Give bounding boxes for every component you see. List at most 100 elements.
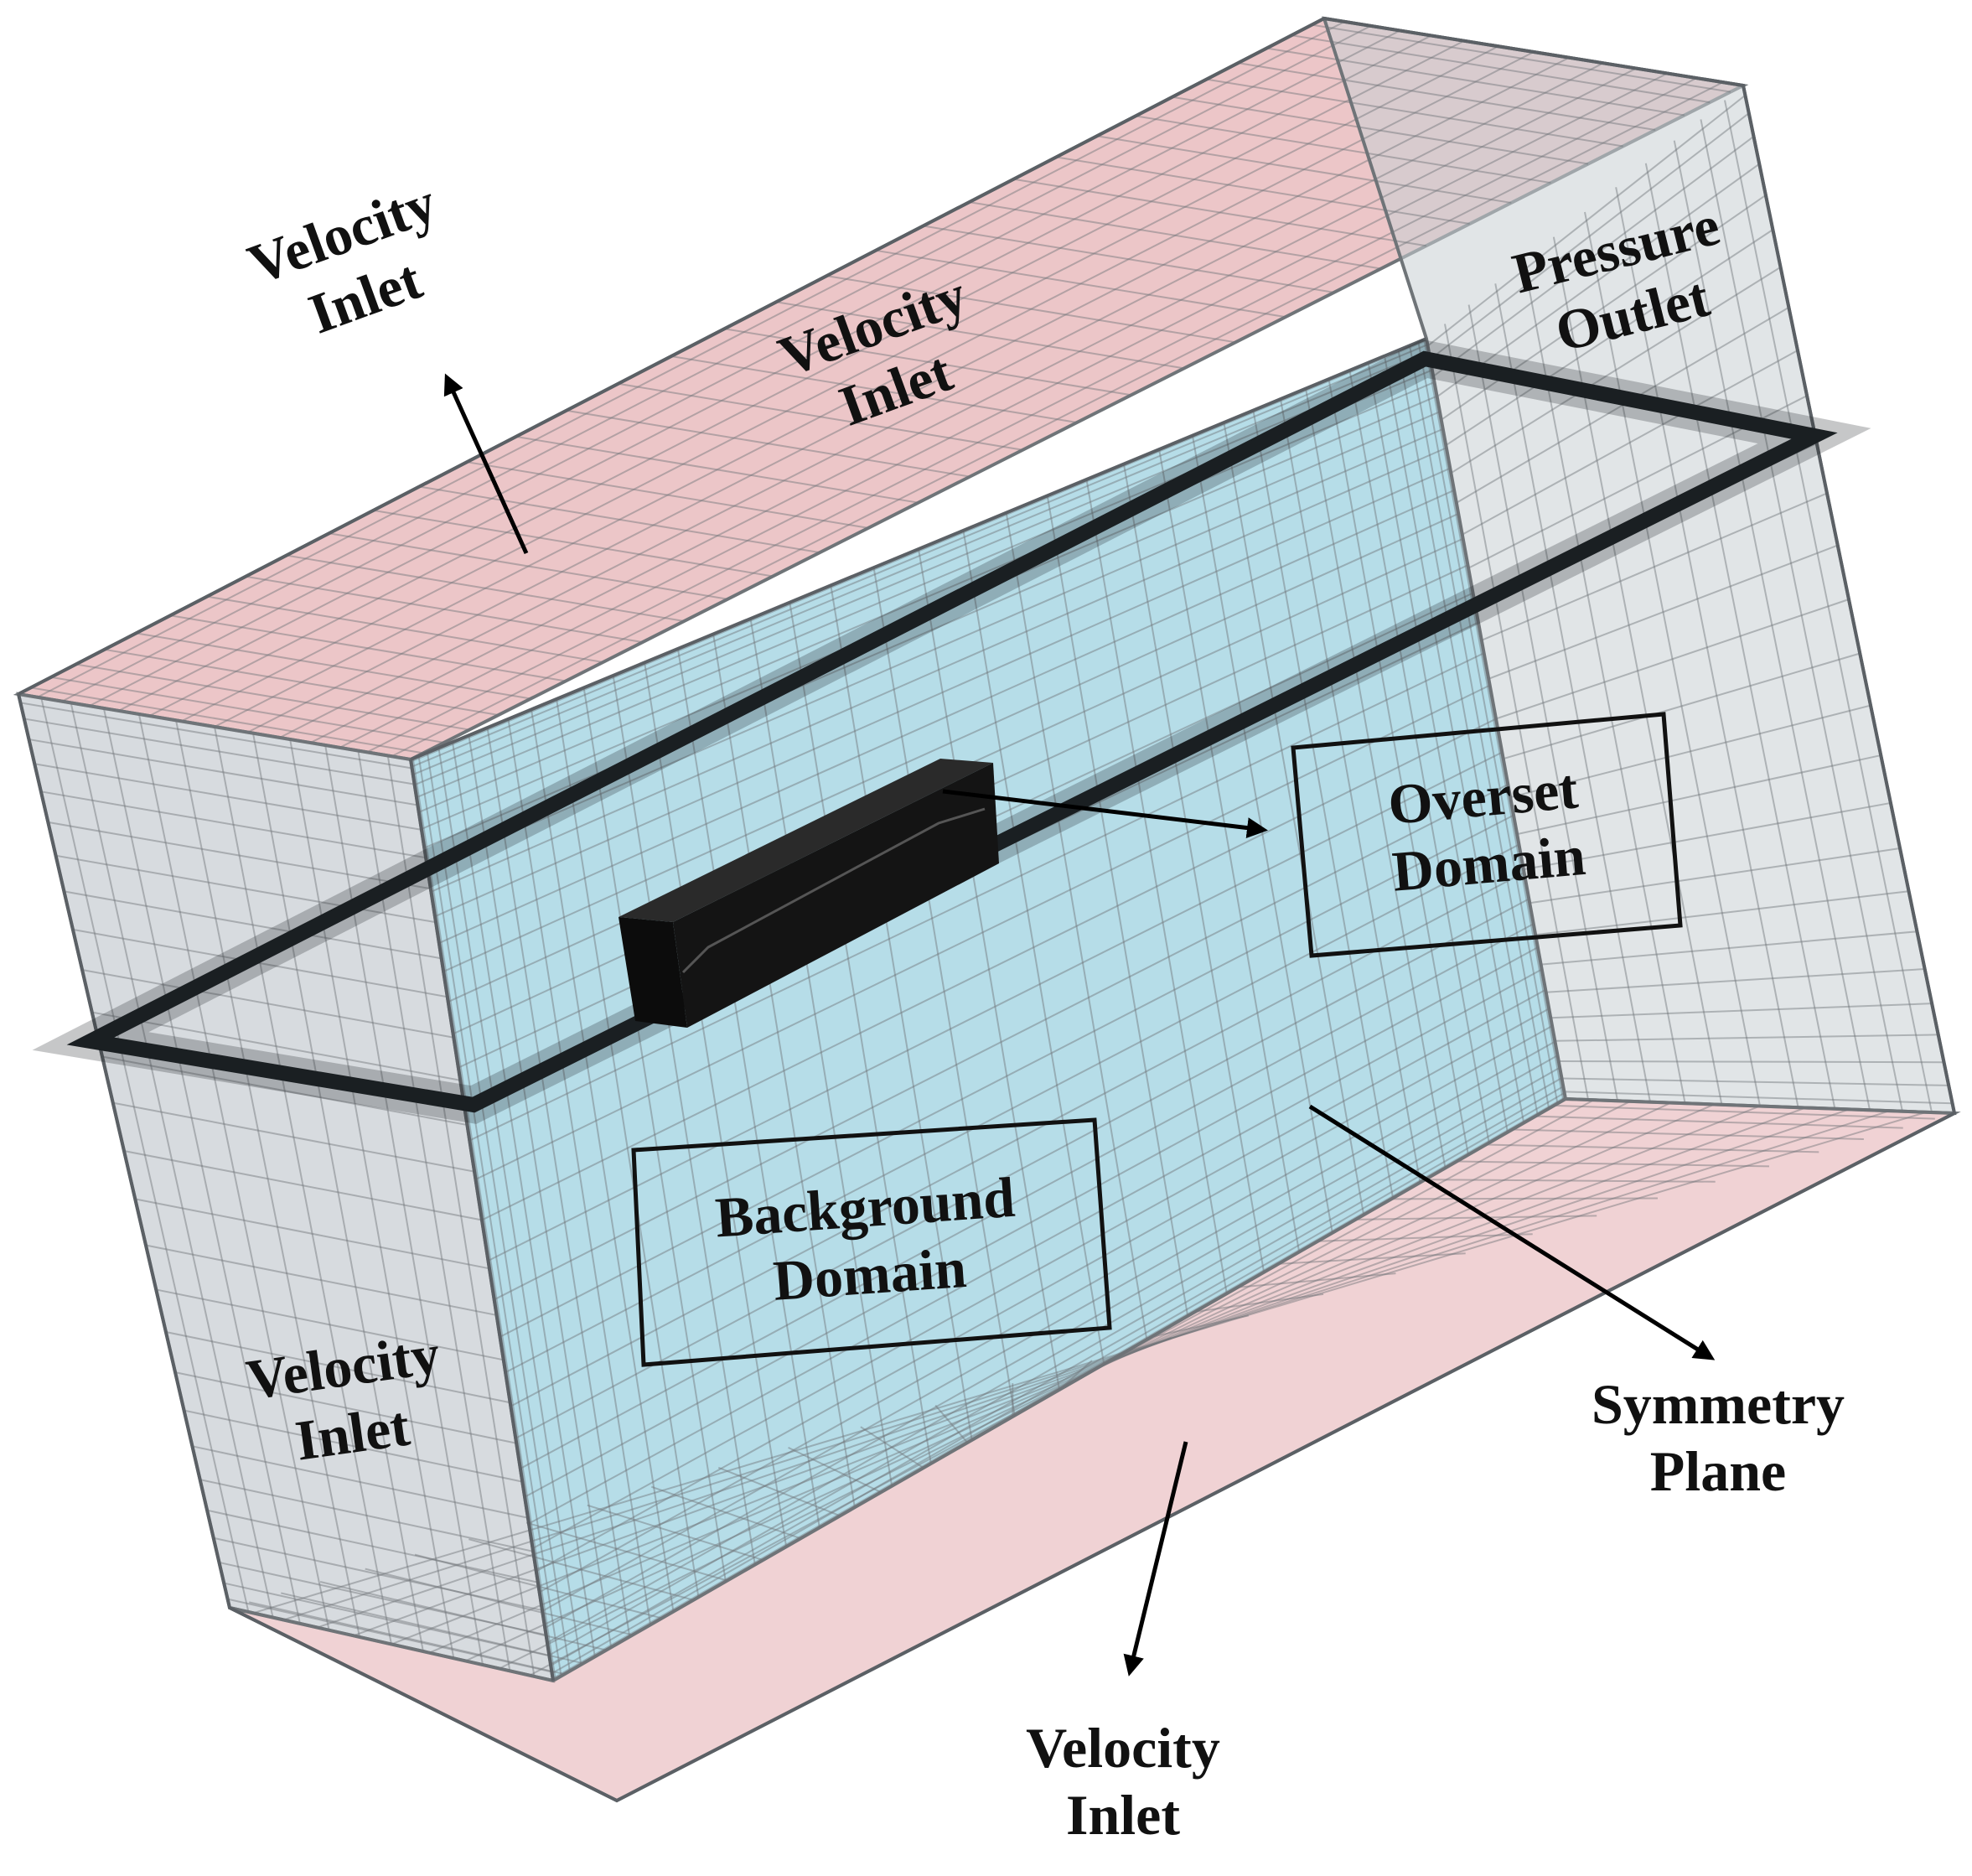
mesh-line [1426, 94, 1747, 347]
mesh-line [1535, 890, 1909, 936]
mesh-line [165, 1331, 510, 1404]
mesh-line [1425, 1179, 1716, 1183]
mesh-line [1046, 495, 1189, 1317]
mesh-line [1561, 1077, 1949, 1086]
mesh-line [289, 738, 455, 1659]
mesh-line [520, 923, 1535, 1469]
mesh-line [1056, 156, 1470, 225]
mesh-line [20, 702, 412, 770]
mesh-line [156, 1288, 504, 1361]
mesh-line [1355, 1215, 1597, 1220]
mesh-right-face [1426, 94, 1953, 1113]
mesh-line [206, 595, 603, 663]
mesh-line [431, 447, 1447, 893]
label-line: Symmetry [1591, 1372, 1845, 1436]
mesh-line [1305, 388, 1447, 1169]
mesh-line [1266, 47, 1685, 117]
overset-domain-box [1291, 712, 1683, 958]
mesh-line [1252, 410, 1395, 1199]
mesh-line [219, 1561, 546, 1636]
mesh-line [319, 1581, 607, 1651]
mesh-line [465, 1101, 1672, 1662]
mesh-line [1558, 1060, 1944, 1064]
mesh-line [317, 1108, 1850, 1629]
mesh-line [227, 1598, 552, 1673]
mesh-line [1005, 512, 1148, 1340]
mesh-line [199, 1479, 534, 1552]
refinement-band [66, 350, 1838, 1113]
mesh-line [1417, 341, 1559, 1104]
mesh-line [223, 1582, 550, 1657]
mesh-line [488, 751, 1503, 1262]
mesh-line [206, 1509, 539, 1583]
mesh-line [789, 602, 932, 1464]
mesh-line [411, 344, 1428, 768]
mesh-line [528, 968, 1543, 1525]
mesh-line [175, 720, 361, 1638]
mesh-line [566, 409, 970, 478]
mesh-line [135, 1198, 490, 1270]
mesh-line [524, 946, 1539, 1498]
mesh-line [136, 632, 531, 700]
mesh-line [1237, 1272, 1396, 1288]
mesh-line [1535, 1115, 1903, 1129]
mesh-line [75, 663, 470, 731]
label-line: Plane [1649, 1439, 1787, 1504]
mesh-line [486, 727, 631, 1637]
mesh-line [112, 1101, 475, 1173]
mesh-line [391, 81, 1724, 758]
mesh-line [357, 750, 511, 1671]
mesh-line [712, 634, 856, 1508]
mesh-line [386, 755, 536, 1677]
label-line: Velocity [1026, 1716, 1220, 1780]
mesh-line [414, 359, 1431, 786]
mesh-line [1540, 930, 1918, 966]
mesh-line [89, 29, 1400, 707]
mesh-line [1516, 754, 1881, 836]
mesh-line [468, 1538, 694, 1601]
mesh-line [1206, 78, 1623, 148]
mesh-line [104, 648, 499, 716]
mesh-left-face [20, 697, 552, 1677]
mesh-line [1278, 1252, 1466, 1265]
mesh-line [438, 489, 1455, 945]
mesh-line [40, 697, 250, 1613]
mesh-line [1312, 23, 1731, 93]
mesh-line [544, 1055, 1558, 1629]
mesh-line [34, 763, 422, 831]
mesh-line [918, 548, 1060, 1391]
mesh-line [515, 898, 1529, 1439]
ship-hull [619, 759, 999, 1028]
mesh-line [30, 687, 424, 754]
mesh-line [1488, 544, 1839, 680]
mesh-line [1450, 266, 1782, 474]
mesh-line [1545, 968, 1925, 993]
mesh-top-face [30, 20, 1731, 758]
mesh-line [582, 687, 727, 1582]
mesh-line [494, 783, 1509, 1301]
mesh-line [251, 733, 424, 1652]
arrow-symmetry-plane [1308, 1104, 1716, 1360]
mesh-line [468, 735, 613, 1648]
mesh-line [373, 509, 774, 578]
mesh-line [1494, 283, 1651, 1102]
mesh-line [532, 988, 1546, 1550]
mesh-line [515, 435, 919, 504]
mesh-line [536, 1008, 1550, 1573]
mesh-grid [20, 20, 1953, 1680]
mesh-line [1409, 345, 1550, 1109]
mesh-line [70, 702, 274, 1618]
mesh-line [923, 225, 1334, 293]
mesh-line [1151, 1314, 1250, 1338]
mesh-line [1391, 1197, 1658, 1200]
mesh-line [428, 1103, 1715, 1654]
mesh-line [717, 1466, 841, 1517]
mesh-line [934, 1404, 969, 1443]
mesh-line [788, 1447, 882, 1494]
mesh-line [279, 62, 1604, 738]
mesh-line [1481, 492, 1828, 641]
mesh-line [137, 713, 330, 1630]
mesh-line [1085, 479, 1228, 1294]
mesh-back-face [411, 339, 1566, 1680]
